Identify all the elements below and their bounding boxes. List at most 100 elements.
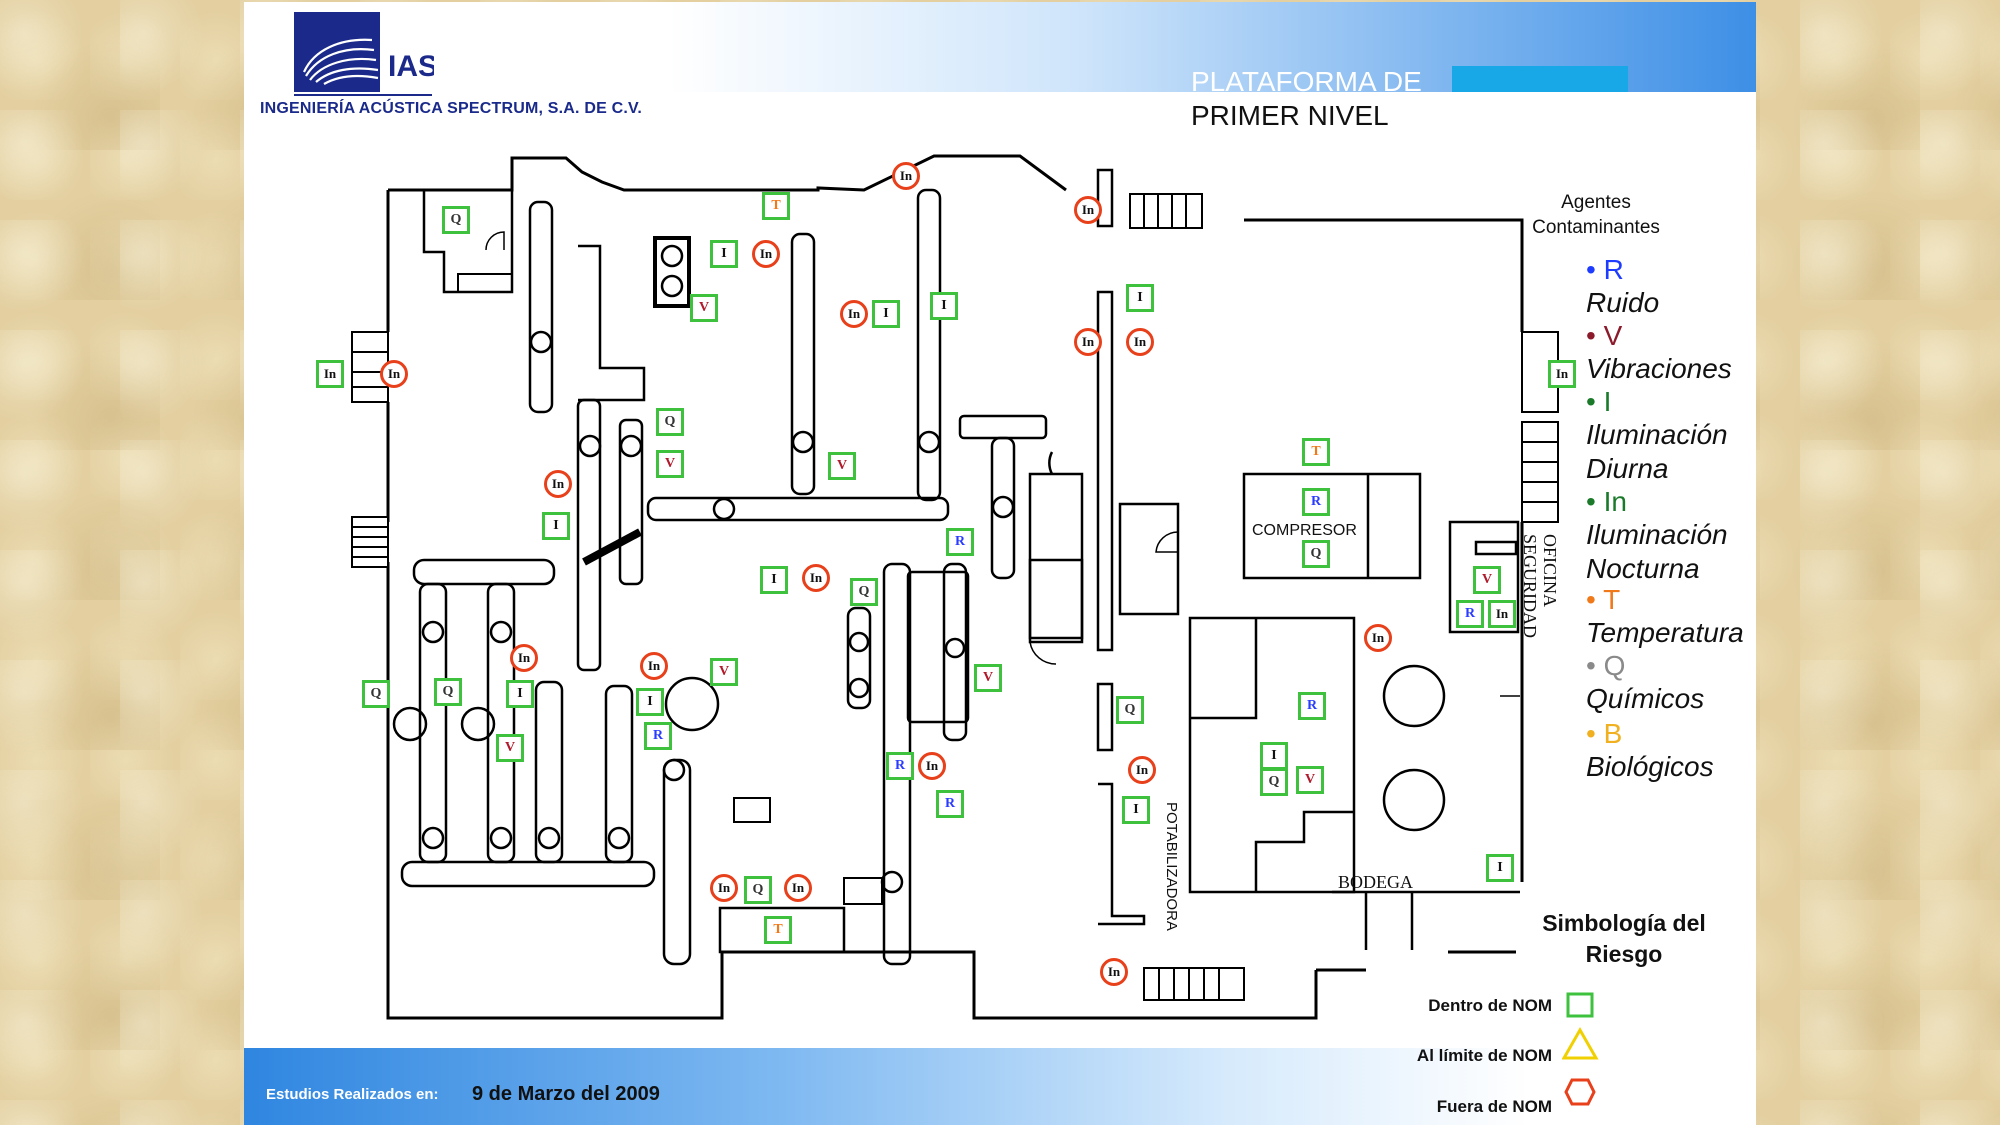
marker-r-within: R xyxy=(1298,692,1326,720)
marker-i-within: I xyxy=(760,566,788,594)
marker-q-within: Q xyxy=(1260,768,1288,796)
studies-label: Estudios Realizados en: xyxy=(266,1086,439,1103)
limit-triangle-icon xyxy=(1562,1026,1599,1060)
risk-symbols xyxy=(1562,992,1599,1106)
marker-in-within: In xyxy=(316,360,344,388)
within-square-icon xyxy=(1566,992,1594,1018)
legend-code: • V xyxy=(1586,320,1623,351)
studies-date: 9 de Marzo del 2009 xyxy=(472,1083,660,1105)
marker-r-within: R xyxy=(936,790,964,818)
marker-v-within: V xyxy=(1473,566,1501,594)
marker-t-within: T xyxy=(762,192,790,220)
marker-v-within: V xyxy=(496,734,524,762)
marker-in-outside: In xyxy=(380,360,408,388)
legend-name: Químicos xyxy=(1586,683,1705,714)
label-oficina: OFICINA xyxy=(1540,534,1560,608)
legend-name: Temperatura xyxy=(1586,617,1744,648)
marker-in-outside: In xyxy=(1074,328,1102,356)
label-bodega: BODEGA xyxy=(1338,872,1413,892)
marker-in-outside: In xyxy=(710,874,738,902)
legend-title-line2: Contaminantes xyxy=(1532,217,1660,238)
marker-q-within: Q xyxy=(850,578,878,606)
marker-r-within: R xyxy=(946,528,974,556)
marker-q-within: Q xyxy=(362,680,390,708)
risk-within-label: Dentro de NOM xyxy=(1428,996,1552,1015)
marker-i-within: I xyxy=(636,688,664,716)
marker-v-within: V xyxy=(1296,766,1324,794)
marker-i-within: I xyxy=(930,292,958,320)
marker-v-within: V xyxy=(710,658,738,686)
marker-in-outside: In xyxy=(1126,328,1154,356)
marker-in-within: In xyxy=(1548,360,1576,388)
outside-hexagon-icon xyxy=(1564,1078,1596,1106)
company-name: INGENIERÍA ACÚSTICA SPECTRUM, S.A. DE C.… xyxy=(260,100,643,117)
slide: IAS INGENIERÍA ACÚSTICA SPECTRUM, S.A. D… xyxy=(244,2,1756,1125)
risk-legend-title: Simbología del Riesgo xyxy=(1534,908,1714,970)
label-potabilizadora: POTABILIZADORA xyxy=(1163,802,1180,931)
door-arcs xyxy=(485,231,1520,697)
marker-q-within: Q xyxy=(442,206,470,234)
risk-title-line2: Riesgo xyxy=(1585,941,1663,967)
marker-in-outside: In xyxy=(802,564,830,592)
marker-i-within: I xyxy=(1260,742,1288,770)
logo-text: IAS xyxy=(388,50,434,83)
marker-q-within: Q xyxy=(1116,696,1144,724)
marker-in-outside: In xyxy=(1074,196,1102,224)
marker-t-within: T xyxy=(764,916,792,944)
marker-q-within: Q xyxy=(434,678,462,706)
legend-code: • R xyxy=(1586,254,1624,285)
legend-code: • I xyxy=(1586,386,1612,417)
marker-v-within: V xyxy=(656,450,684,478)
label-seguridad: SEGURIDAD xyxy=(1520,534,1540,639)
marker-in-outside: In xyxy=(544,470,572,498)
marker-v-within: V xyxy=(690,294,718,322)
legend-name: Biológicos xyxy=(1586,751,1714,782)
page-title-line2: PRIMER NIVEL xyxy=(1191,100,1389,131)
marker-i-within: I xyxy=(872,300,900,328)
risk-outside-label: Fuera de NOM xyxy=(1436,1097,1552,1116)
legend-name: Iluminación Nocturna xyxy=(1586,519,1728,584)
floor-plan xyxy=(351,154,1559,1020)
legend-name: Ruido xyxy=(1586,287,1660,318)
legend-code: • B xyxy=(1586,718,1623,749)
page-title-line1: PLATAFORMA DE xyxy=(1191,66,1422,97)
marker-q-within: Q xyxy=(1302,540,1330,568)
marker-r-within: R xyxy=(886,752,914,780)
marker-in-outside: In xyxy=(784,874,812,902)
legend-name: Iluminación Diurna xyxy=(1586,419,1728,484)
marker-t-within: T xyxy=(1302,438,1330,466)
company-logo: IAS xyxy=(292,10,438,96)
marker-in-outside: In xyxy=(892,162,920,190)
title-accent-bar xyxy=(1452,66,1628,92)
risk-limit-label: Al límite de NOM xyxy=(1416,1046,1552,1065)
marker-in-outside: In xyxy=(1128,756,1156,784)
marker-i-within: I xyxy=(542,512,570,540)
marker-in-outside: In xyxy=(918,752,946,780)
marker-i-within: I xyxy=(506,680,534,708)
building-outline xyxy=(386,154,1524,1020)
marker-i-within: I xyxy=(710,240,738,268)
legend-code: • T xyxy=(1586,584,1621,615)
marker-in-outside: In xyxy=(640,652,668,680)
marker-v-within: V xyxy=(974,664,1002,692)
footer-band xyxy=(244,1048,1756,1125)
marker-r-within: R xyxy=(1456,600,1484,628)
label-compresor: COMPRESOR xyxy=(1252,522,1357,539)
marker-q-within: Q xyxy=(744,876,772,904)
interior-structures xyxy=(392,168,1520,966)
marker-r-within: R xyxy=(1302,488,1330,516)
marker-q-within: Q xyxy=(656,408,684,436)
marker-in-outside: In xyxy=(752,240,780,268)
marker-in-outside: In xyxy=(1364,624,1392,652)
marker-i-within: I xyxy=(1126,284,1154,312)
legend-name: Vibraciones xyxy=(1586,353,1732,384)
marker-i-within: I xyxy=(1486,854,1514,882)
marker-in-outside: In xyxy=(1100,958,1128,986)
marker-r-within: R xyxy=(644,722,672,750)
